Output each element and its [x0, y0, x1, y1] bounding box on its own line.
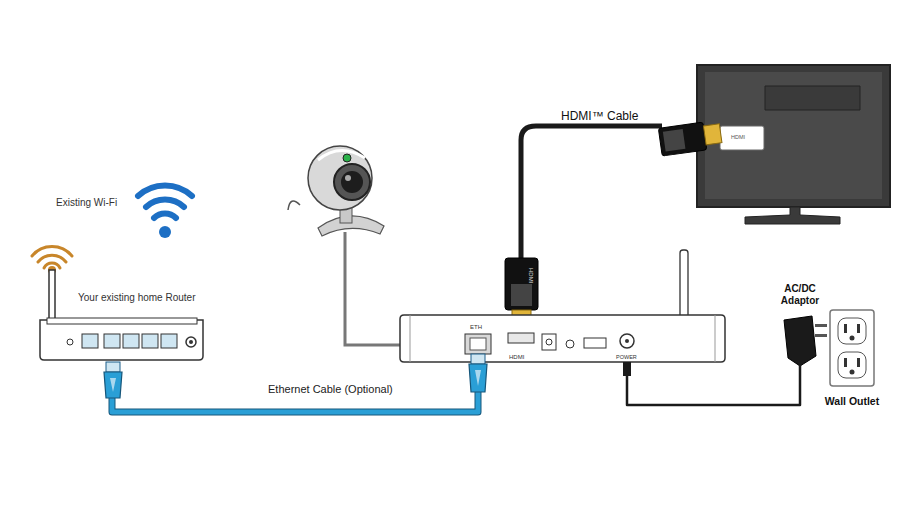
webcam-illustration: [288, 146, 403, 345]
device-label: Your existing home Router: [78, 292, 195, 304]
router-device: Your existing home Router: [38, 290, 208, 362]
ethernet-plug: [104, 362, 122, 398]
port-label: POWER: [616, 354, 637, 360]
port-label: HDMI: [509, 354, 524, 361]
ethernet-plug: [469, 354, 487, 392]
wall-outlet-illustration: [830, 310, 874, 386]
connector-label: HDMI: [731, 134, 745, 140]
port-label: ETH: [470, 324, 482, 331]
wifi-dot: [159, 226, 171, 238]
wall-outlet: Wall Outlet: [822, 305, 882, 413]
cable-label: HDMI™ Cable: [561, 110, 638, 124]
media-box-illustration: [400, 250, 725, 362]
media-box: ETH HDMI POWER: [400, 315, 725, 362]
device-label: AC/DC Adaptor: [768, 283, 832, 306]
device-label: Wall Outlet: [822, 395, 882, 407]
wifi-icon: [138, 186, 192, 218]
power-cord: [627, 362, 800, 405]
ethernet-cable: [112, 362, 478, 412]
cable-label: Ethernet Cable (Optional): [268, 383, 408, 396]
power-plug: [623, 362, 631, 376]
hdmi-cable: [505, 120, 764, 330]
adaptor-illustration: [784, 316, 827, 366]
router-illustration: [32, 247, 203, 360]
power-adaptor: AC/DC Adaptor: [768, 283, 832, 365]
tv-illustration: [697, 65, 890, 224]
wifi-label: Existing Wi-Fi: [56, 197, 117, 209]
connector-label: HDMI: [527, 268, 534, 283]
